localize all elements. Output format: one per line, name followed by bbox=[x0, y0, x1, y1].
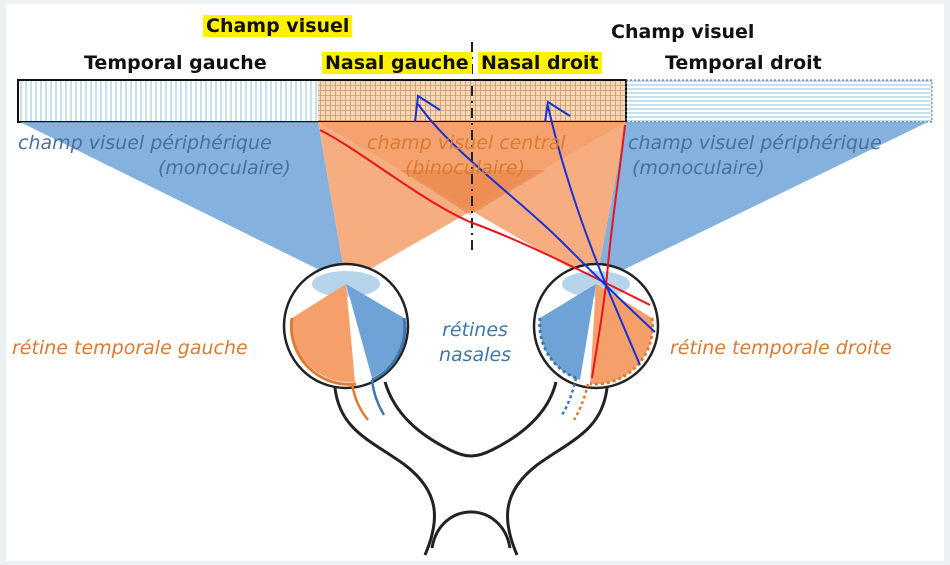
blue-annotations bbox=[414, 94, 656, 366]
blue-arrow-left bbox=[414, 94, 441, 123]
right-nasal-retina bbox=[539, 284, 596, 380]
central-label: champ visuel central bbox=[367, 132, 566, 154]
peripheral-right-label: champ visuel périphérique bbox=[628, 132, 882, 154]
champ-visuel-left-title: Champ visuel bbox=[203, 14, 353, 38]
retines-nasales-label-2: nasales bbox=[438, 344, 512, 366]
projection-cones bbox=[20, 122, 928, 283]
red-annotations bbox=[319, 124, 651, 379]
left-eye bbox=[282, 262, 410, 390]
left-blue-cone bbox=[20, 122, 346, 283]
nasal-gauche-header: Nasal gauche bbox=[322, 51, 472, 75]
peripheral-right-sub: (monoculaire) bbox=[632, 157, 765, 179]
central-sub: (binoculaire) bbox=[405, 157, 526, 179]
right-eye bbox=[532, 262, 660, 390]
right-temporal-field-bar bbox=[626, 80, 932, 122]
nasal-droit-header: Nasal droit bbox=[478, 51, 602, 75]
temporal-droit-header: Temporal droit bbox=[665, 52, 822, 74]
peripheral-left-label: champ visuel périphérique bbox=[18, 132, 272, 154]
retine-temporale-droite-label: rétine temporale droite bbox=[670, 337, 892, 359]
left-temporal-retina bbox=[291, 284, 355, 383]
retines-nasales-label-1: rétines bbox=[442, 319, 508, 341]
visual-field-bar bbox=[17, 79, 933, 123]
optic-chiasm bbox=[333, 381, 609, 556]
right-blue-cone bbox=[596, 122, 928, 283]
champ-visuel-right-title: Champ visuel bbox=[611, 21, 755, 43]
left-nasal-retina bbox=[346, 284, 405, 378]
blue-arrow-right bbox=[544, 100, 571, 123]
retine-temporale-gauche-label: rétine temporale gauche bbox=[12, 337, 248, 359]
peripheral-left-sub: (monoculaire) bbox=[158, 157, 291, 179]
left-temporal-field-bar bbox=[18, 80, 318, 122]
temporal-gauche-header: Temporal gauche bbox=[84, 52, 267, 74]
